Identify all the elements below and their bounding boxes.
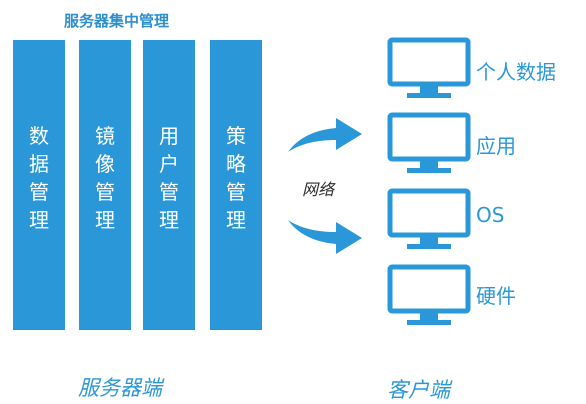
- monitor-icon: [387, 264, 471, 325]
- column-char: 理: [29, 208, 49, 232]
- monitor-icon: [387, 188, 471, 249]
- column-char: 户: [159, 152, 179, 176]
- server-title: 服务器集中管理: [64, 12, 170, 30]
- column-char: 用: [159, 124, 179, 148]
- column-char: 策: [226, 124, 246, 148]
- column-user-management: 用 户 管 理: [143, 40, 195, 330]
- client-footer: 客户端: [387, 378, 450, 402]
- arrow-lower-icon: [288, 220, 362, 254]
- client-label-personal-data: 个人数据: [476, 60, 556, 84]
- column-char: 管: [95, 180, 115, 204]
- monitor-icon: [387, 37, 471, 98]
- column-char: 管: [226, 180, 246, 204]
- column-char: 理: [159, 208, 179, 232]
- server-footer: 服务器端: [78, 376, 162, 400]
- client-label-hardware: 硬件: [476, 284, 516, 308]
- monitor-icon: [387, 112, 471, 173]
- column-char: 像: [95, 152, 115, 176]
- client-label-os: OS: [476, 203, 505, 227]
- column-char: 理: [95, 208, 115, 232]
- column-char: 略: [226, 152, 246, 176]
- client-label-apps: 应用: [476, 134, 516, 158]
- column-char: 据: [29, 152, 49, 176]
- column-image-management: 镜 像 管 理: [79, 40, 131, 330]
- column-char: 理: [226, 208, 246, 232]
- arrow-upper-icon: [288, 118, 362, 152]
- column-char: 管: [29, 180, 49, 204]
- network-label: 网络: [302, 180, 335, 199]
- column-char: 镜: [95, 124, 115, 148]
- column-data-management: 数 据 管 理: [13, 40, 65, 330]
- column-char: 数: [29, 124, 49, 148]
- column-char: 管: [159, 180, 179, 204]
- column-policy-management: 策 略 管 理: [210, 40, 262, 330]
